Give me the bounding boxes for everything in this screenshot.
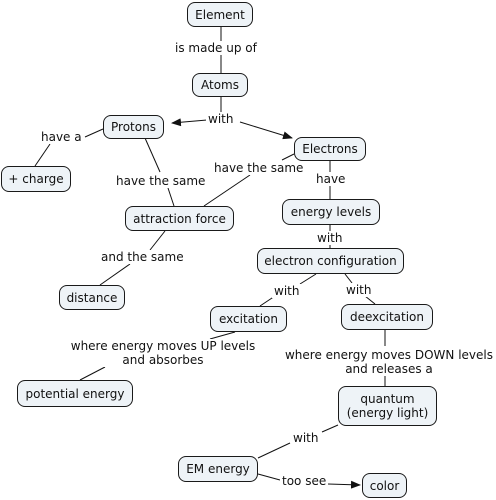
line-attraction-and-same bbox=[149, 230, 166, 251]
line-quantum-with bbox=[321, 424, 339, 433]
node-element[interactable]: Element bbox=[187, 2, 253, 27]
arrow-too-see-color bbox=[327, 480, 361, 489]
link-have: have bbox=[314, 172, 348, 186]
node-potential-energy[interactable]: potential energy bbox=[17, 380, 133, 407]
line-have-same-attraction bbox=[167, 187, 175, 207]
line-protons-have-same bbox=[144, 137, 161, 173]
node-energy-levels[interactable]: energy levels bbox=[282, 199, 380, 225]
node-quantum-line1: quantum bbox=[360, 392, 415, 406]
link-with-deexcitation: with bbox=[344, 283, 374, 297]
node-distance[interactable]: distance bbox=[59, 285, 125, 310]
link-up-line1: where energy moves UP levels bbox=[70, 339, 256, 353]
line-excitation-up bbox=[209, 331, 236, 340]
arrow-with-electrons bbox=[239, 121, 293, 140]
line-up-potential bbox=[79, 366, 106, 381]
node-color[interactable]: color bbox=[362, 473, 407, 498]
line-config-with-right bbox=[344, 273, 353, 284]
node-excitation[interactable]: excitation bbox=[210, 306, 287, 332]
link-and-the-same: and the same bbox=[99, 250, 186, 264]
link-with-excitation: with bbox=[272, 284, 302, 298]
link-have-a: have a bbox=[39, 130, 84, 144]
node-protons[interactable]: Protons bbox=[103, 115, 164, 139]
link-with-levels: with bbox=[315, 231, 345, 245]
line-with-deexcitation bbox=[364, 295, 376, 305]
node-em-energy[interactable]: EM energy bbox=[178, 456, 258, 482]
link-with-quantum: with bbox=[291, 431, 321, 445]
line-electrons-have-same bbox=[281, 153, 295, 161]
node-electron-configuration[interactable]: electron configuration bbox=[257, 248, 404, 274]
link-is-made-up-of: is made up of bbox=[173, 41, 259, 55]
line-config-with-left bbox=[299, 273, 317, 285]
line-protons-have-a bbox=[84, 128, 104, 138]
node-charge[interactable]: + charge bbox=[1, 166, 71, 192]
node-atoms[interactable]: Atoms bbox=[192, 73, 248, 97]
link-up-levels: where energy moves UP levels and absorbe… bbox=[64, 339, 262, 367]
link-down-line2: and releases a bbox=[345, 362, 433, 376]
line-em-too-see bbox=[257, 473, 281, 481]
link-have-the-same-electrons: have the same bbox=[212, 161, 306, 175]
link-down-levels: where energy moves DOWN levels and relea… bbox=[281, 348, 496, 376]
link-up-line2: and absorbes bbox=[122, 353, 204, 367]
link-with-atoms: with bbox=[206, 112, 236, 126]
link-down-line1: where energy moves DOWN levels bbox=[284, 348, 493, 362]
line-and-same-distance bbox=[99, 263, 131, 286]
node-quantum[interactable]: quantum (energy light) bbox=[338, 386, 437, 426]
line-with-em bbox=[257, 442, 291, 459]
node-deexcitation[interactable]: deexcitation bbox=[341, 304, 433, 330]
node-quantum-line2: (energy light) bbox=[346, 406, 429, 420]
arrow-with-protons bbox=[171, 118, 208, 127]
node-electrons[interactable]: Electrons bbox=[294, 137, 366, 161]
link-have-the-same-protons: have the same bbox=[114, 174, 208, 188]
link-too-see: too see bbox=[280, 474, 329, 488]
line-have-a-charge bbox=[34, 143, 51, 167]
node-attraction-force[interactable]: attraction force bbox=[125, 206, 234, 231]
line-have-same-attraction-2 bbox=[203, 174, 251, 207]
